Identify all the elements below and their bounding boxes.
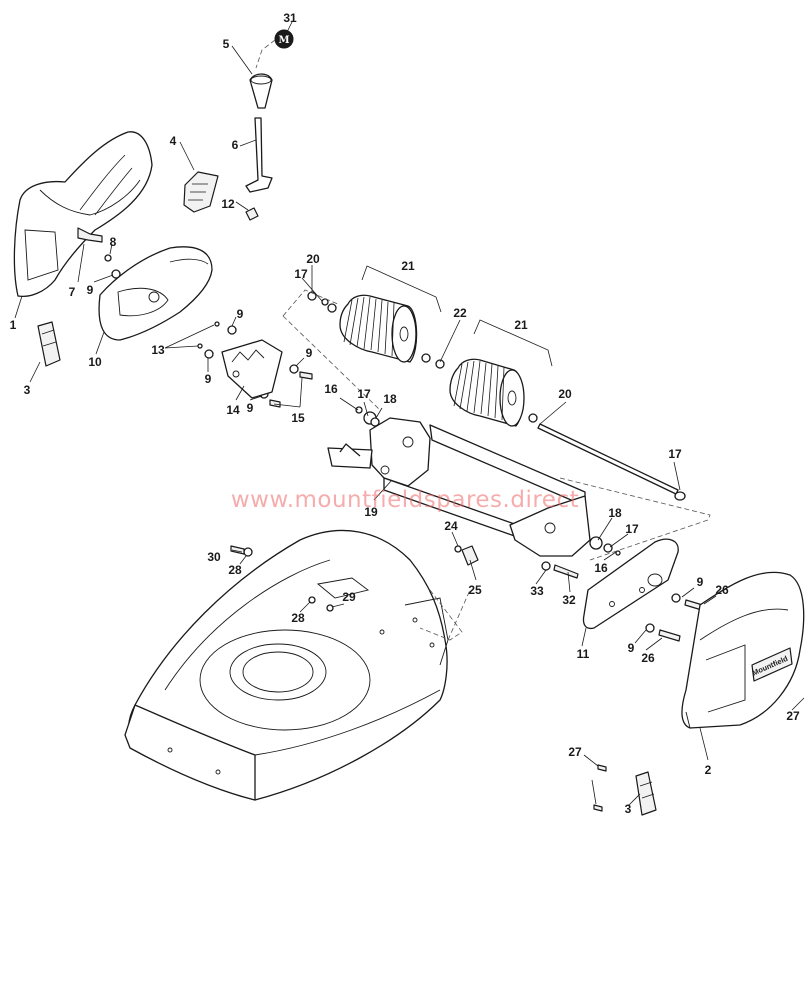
height-lever-parts: M	[245, 29, 294, 221]
callout-28-b: 28	[291, 611, 305, 625]
callout-labels: 31 5 6 4 12 8 7 9 1 10 3 13 9 9 14 9 15 …	[10, 11, 800, 816]
hinge-part-4	[183, 171, 219, 213]
roller-part-21-lower	[449, 358, 525, 427]
callout-27-a: 27	[786, 709, 800, 723]
bracket-part-14	[221, 339, 283, 399]
callout-27-b: 27	[568, 745, 582, 759]
rear-cover-part-2: Mountfield	[681, 571, 805, 729]
callout-20-b: 20	[558, 387, 572, 401]
callout-21-b: 21	[514, 318, 528, 332]
callout-9-f: 9	[697, 575, 704, 589]
side-cover-part-10	[98, 246, 213, 341]
callout-30: 30	[207, 550, 221, 564]
callout-16-a: 16	[324, 382, 338, 396]
side-plate-part-11	[582, 538, 679, 630]
callout-9-g: 9	[628, 641, 635, 655]
callout-24: 24	[444, 519, 458, 533]
callout-26-a: 26	[715, 583, 729, 597]
callout-3-left: 3	[24, 383, 31, 397]
callout-12: 12	[221, 197, 235, 211]
callout-28-a: 28	[228, 563, 242, 577]
callout-25: 25	[468, 583, 482, 597]
callout-31: 31	[283, 11, 297, 25]
callout-9-b: 9	[237, 307, 244, 321]
callout-3-right: 3	[625, 802, 632, 816]
small-fasteners-left	[77, 227, 313, 408]
callout-4: 4	[170, 134, 177, 148]
callout-20-a: 20	[306, 252, 320, 266]
callout-33: 33	[530, 584, 544, 598]
badge-part-31	[274, 29, 294, 49]
callout-5: 5	[223, 37, 230, 51]
callout-9-c: 9	[205, 372, 212, 386]
callout-19: 19	[364, 505, 378, 519]
callout-29: 29	[342, 590, 356, 604]
callout-9-d: 9	[247, 401, 254, 415]
callout-22: 22	[453, 306, 467, 320]
callout-10: 10	[88, 355, 102, 369]
clip-part-3-left	[37, 321, 61, 367]
callout-1: 1	[10, 318, 17, 332]
callout-26-b: 26	[641, 651, 655, 665]
mower-deck	[124, 529, 449, 801]
callout-32: 32	[562, 593, 576, 607]
callout-17-c: 17	[668, 447, 682, 461]
right-fasteners	[230, 536, 707, 812]
callout-8: 8	[110, 235, 117, 249]
callout-9-e: 9	[306, 346, 313, 360]
assembly-guides	[282, 289, 711, 641]
roller-frame-part-19	[327, 417, 591, 557]
callout-9-a: 9	[87, 283, 94, 297]
callout-18-b: 18	[608, 506, 622, 520]
callout-14: 14	[226, 403, 240, 417]
callout-17-a: 17	[294, 267, 308, 281]
callout-15: 15	[291, 411, 305, 425]
leader-lines	[14, 21, 805, 807]
callout-17-b: 17	[357, 387, 371, 401]
roller-part-21-upper	[339, 294, 418, 363]
clip-part-3-right	[635, 771, 657, 816]
badge-letter: M	[278, 35, 289, 46]
callout-11: 11	[577, 647, 590, 661]
callout-18-a: 18	[383, 392, 397, 406]
watermark: www.mountfieldspares.direct	[231, 487, 579, 513]
callout-brackets	[361, 265, 553, 367]
callout-6: 6	[232, 138, 239, 152]
callout-17-d: 17	[625, 522, 639, 536]
front-cover-part-1	[13, 131, 153, 298]
callout-2: 2	[705, 763, 712, 777]
callout-21-a: 21	[401, 259, 415, 273]
callout-16-b: 16	[594, 561, 608, 575]
callout-13: 13	[151, 343, 165, 357]
axle-part-20	[307, 291, 686, 501]
callout-7: 7	[69, 285, 76, 299]
